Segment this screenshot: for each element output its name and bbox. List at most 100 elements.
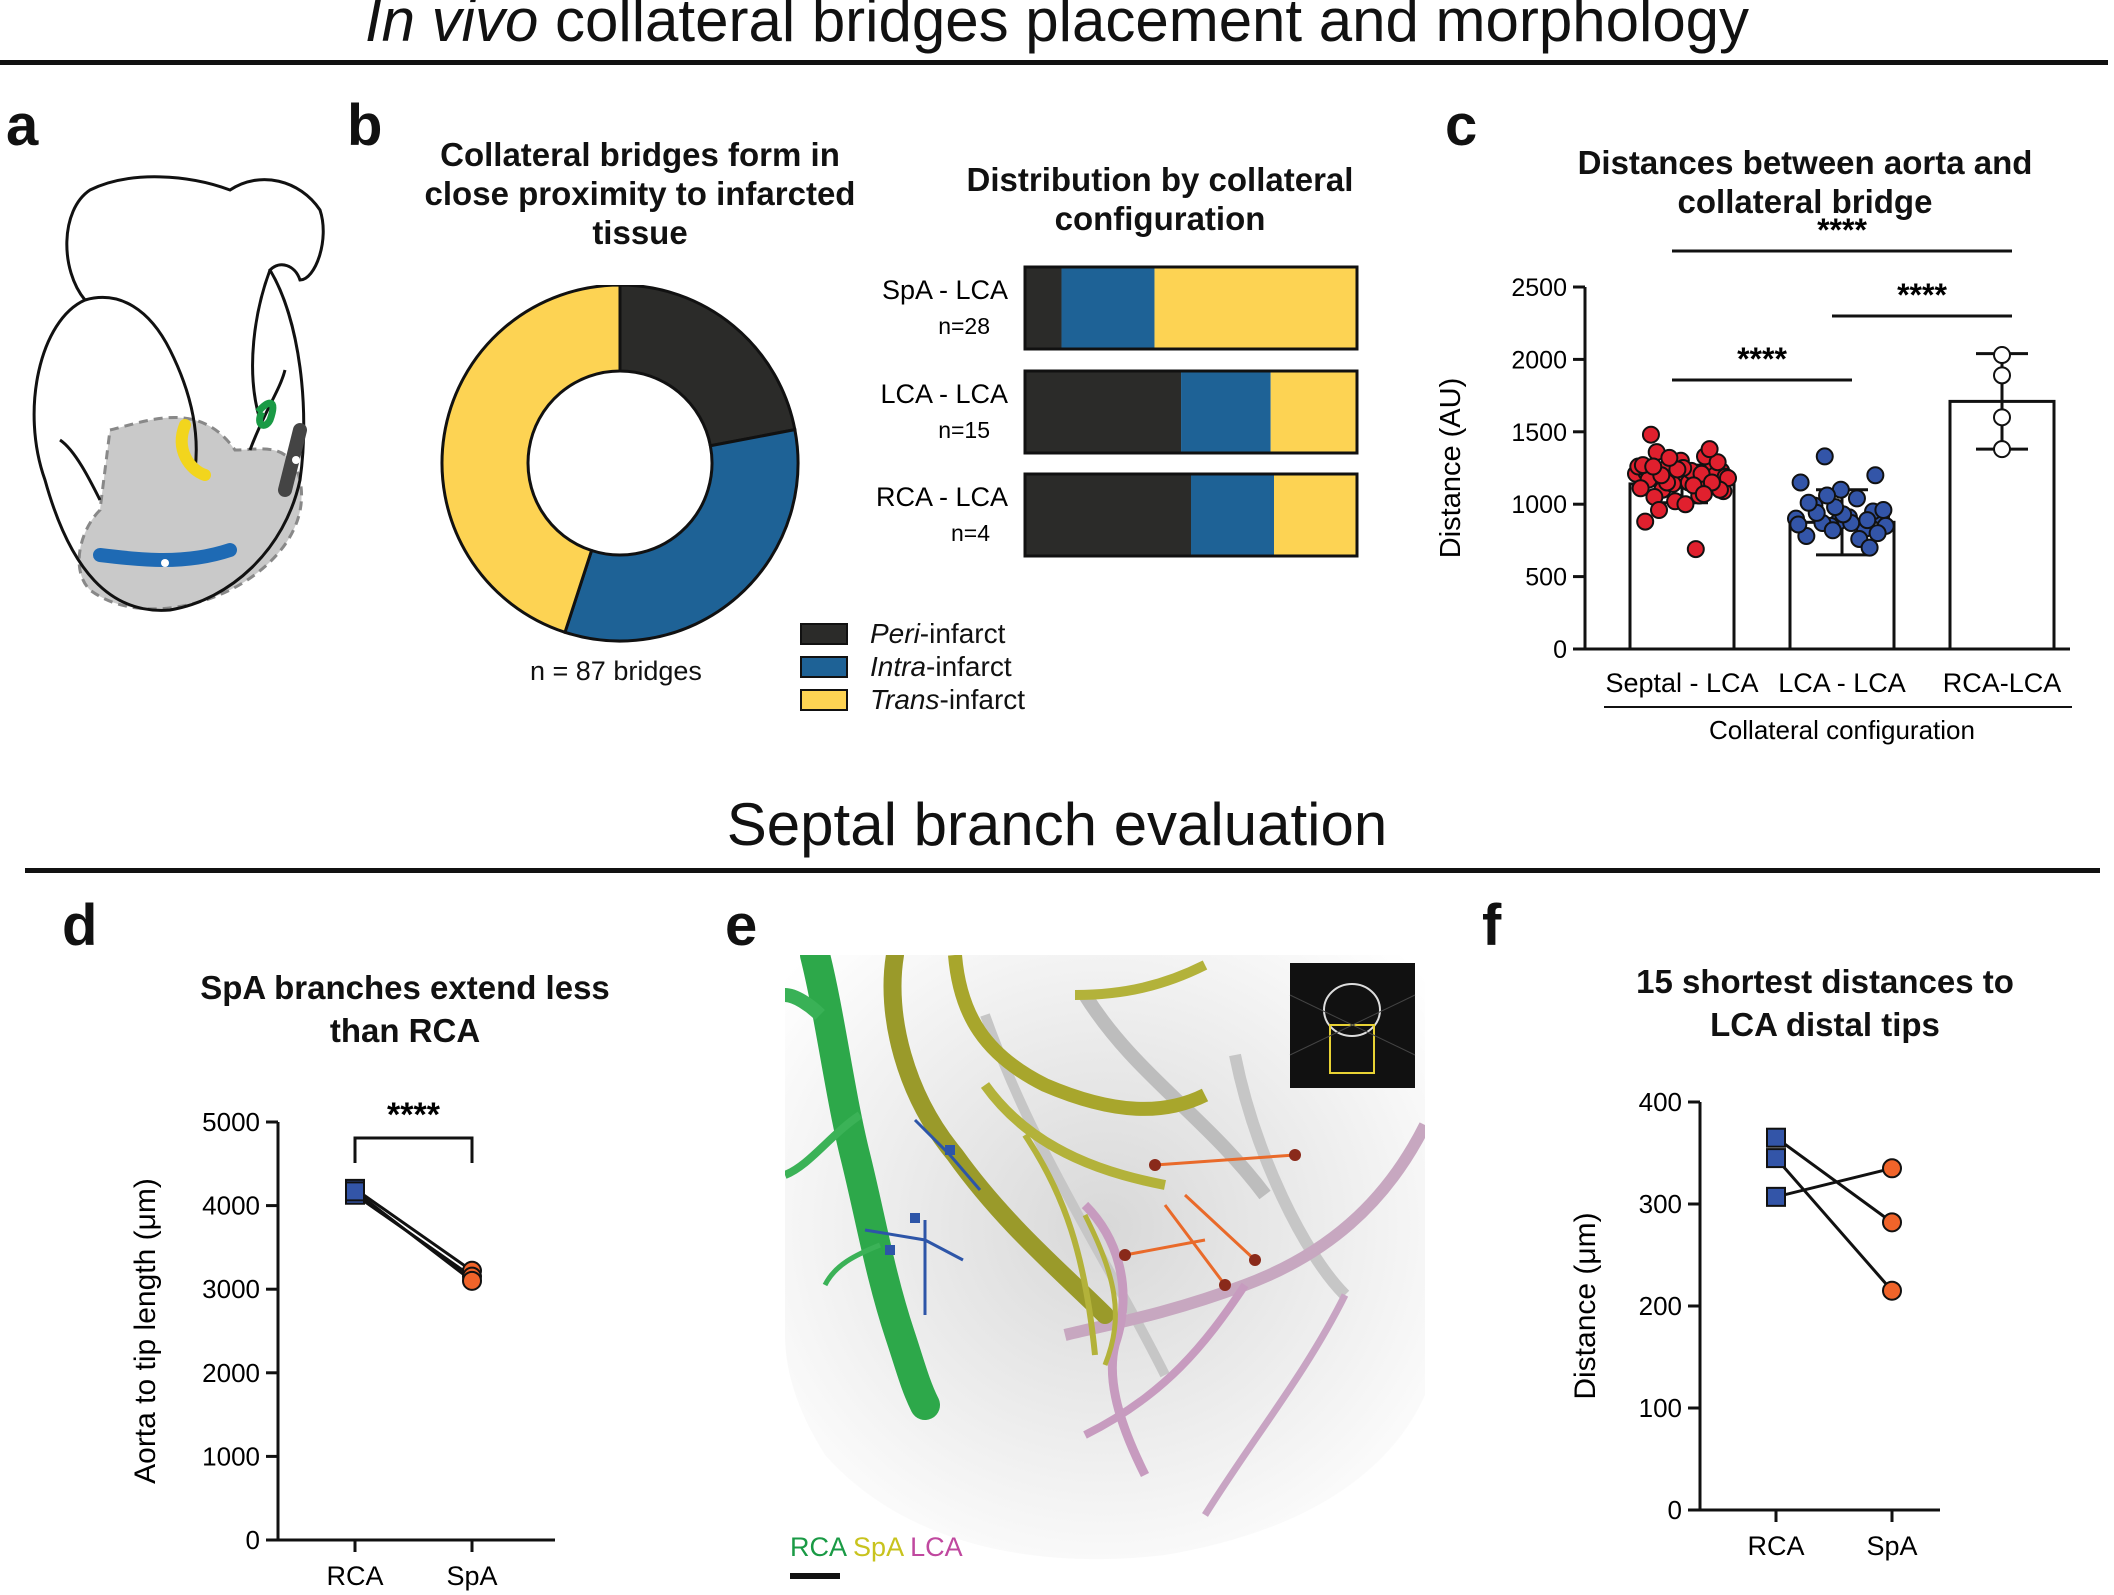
data-point bbox=[1815, 447, 1834, 466]
donut-slice-2 bbox=[563, 427, 800, 643]
x-category-label: SpA bbox=[1866, 1531, 1917, 1561]
y-tick-label: 1500 bbox=[1511, 419, 1567, 447]
significance-bracket bbox=[353, 1136, 474, 1163]
data-point bbox=[1868, 524, 1887, 543]
stacked-segment-1-1 bbox=[1025, 267, 1062, 349]
data-point bbox=[1791, 473, 1810, 492]
y-tick-label: 1000 bbox=[1511, 491, 1567, 519]
legend-intra-prefix: Intra bbox=[870, 651, 927, 682]
data-point bbox=[1993, 346, 2011, 365]
y-axis-label: Distance (AU) bbox=[1435, 378, 1467, 559]
stacked-segment-2-2 bbox=[1181, 371, 1271, 453]
pair-line bbox=[1775, 1136, 1893, 1224]
stacked-segment-1-2 bbox=[1061, 267, 1155, 349]
paired-chart-f-title: 15 shortest distances to LCA distal tips bbox=[1636, 963, 2014, 1043]
donut-slice-3 bbox=[440, 285, 622, 635]
data-point bbox=[1866, 466, 1885, 485]
rca-point bbox=[1766, 1127, 1786, 1148]
legend-intra-suffix: -infarct bbox=[926, 651, 1012, 682]
data-point bbox=[1818, 486, 1837, 505]
vessel-legend-spa: SpA bbox=[853, 1532, 903, 1562]
vessel-legend: RCA SpA LCA bbox=[790, 1532, 963, 1563]
panel-label-e: e bbox=[725, 893, 758, 958]
rca-point bbox=[345, 1181, 365, 1202]
legend-peri-suffix: -infarct bbox=[919, 618, 1006, 649]
section2-rule bbox=[25, 868, 2100, 873]
stacked-category-n: n=28 bbox=[938, 313, 990, 339]
y-tick-label: 2000 bbox=[202, 1358, 260, 1388]
x-category-label: SpA bbox=[446, 1561, 497, 1591]
panel-label-f: f bbox=[1482, 893, 1502, 958]
vessel-legend-rca: RCA bbox=[790, 1532, 846, 1562]
stacked-segment-3-3 bbox=[1274, 474, 1357, 556]
y-tick-label: 2000 bbox=[1511, 346, 1567, 374]
section2-title: Septal branch evaluation bbox=[726, 791, 1388, 858]
data-point bbox=[1789, 515, 1808, 534]
x-category-label: RCA-LCA bbox=[1943, 668, 2062, 698]
rca-point bbox=[1766, 1148, 1786, 1169]
legend-intra-swatch bbox=[800, 656, 848, 678]
stacked-category-n: n=15 bbox=[938, 417, 990, 443]
data-point bbox=[1993, 366, 2011, 385]
stacked-category-label: SpA - LCA bbox=[882, 275, 1008, 305]
data-point bbox=[1823, 521, 1842, 540]
stacked-category-label: LCA - LCA bbox=[880, 379, 1008, 409]
data-point bbox=[1660, 448, 1679, 467]
y-tick-label: 500 bbox=[1525, 564, 1567, 592]
legend-intra: Intra-infarct bbox=[800, 651, 1012, 683]
pair-line bbox=[354, 1190, 473, 1283]
significance-label: **** bbox=[387, 1096, 441, 1134]
stacked-bar-outline-1 bbox=[1023, 265, 1359, 351]
y-tick-label: 0 bbox=[1553, 636, 1567, 664]
data-point bbox=[1799, 493, 1818, 512]
pair-line bbox=[354, 1187, 473, 1273]
x-axis-label: Collateral configuration bbox=[1709, 715, 1975, 745]
spa-point bbox=[1882, 1158, 1902, 1179]
vessel-legend-lca: LCA bbox=[910, 1532, 963, 1562]
legend-trans-suffix: -infarct bbox=[939, 684, 1026, 715]
spa-point bbox=[1882, 1212, 1902, 1233]
panel-label-b: b bbox=[347, 93, 383, 158]
significance-label: **** bbox=[1897, 277, 1947, 313]
figure-title-rest: collateral bridges placement and morphol… bbox=[538, 0, 1750, 54]
x-category-label: Septal - LCA bbox=[1605, 668, 1758, 698]
data-point bbox=[1644, 457, 1663, 476]
y-tick-label: 4000 bbox=[202, 1191, 260, 1221]
rca-point bbox=[1766, 1186, 1786, 1207]
y-axis-label: Distance (μm) bbox=[1569, 1212, 1602, 1399]
data-point bbox=[1993, 408, 2011, 427]
legend-peri-prefix: Peri bbox=[870, 618, 920, 649]
panel-label-c: c bbox=[1445, 93, 1478, 158]
stacked-category-label: RCA - LCA bbox=[876, 482, 1008, 512]
top-rule bbox=[0, 60, 2108, 65]
pair-line bbox=[1774, 1157, 1894, 1292]
donut-chart-title: Collateral bridges form in close proximi… bbox=[424, 136, 856, 251]
figure-title: In vivo collateral bridges placement and… bbox=[0, 0, 2114, 55]
data-point bbox=[1993, 440, 2011, 459]
stacked-segment-3-1 bbox=[1025, 474, 1191, 556]
y-tick-label: 100 bbox=[1639, 1393, 1682, 1423]
stacked-segment-1-3 bbox=[1154, 267, 1357, 349]
pair-line bbox=[1775, 1166, 1893, 1199]
panel-label-d: d bbox=[62, 893, 98, 958]
y-tick-label: 5000 bbox=[202, 1107, 260, 1137]
data-point bbox=[1636, 512, 1655, 531]
stacked-segment-3-2 bbox=[1191, 474, 1274, 556]
stacked-bar-outline-3 bbox=[1023, 472, 1359, 558]
y-axis-label: Aorta to tip length (μm) bbox=[129, 1178, 162, 1484]
y-tick-label: 300 bbox=[1639, 1189, 1682, 1219]
y-tick-label: 0 bbox=[246, 1525, 260, 1555]
figure-title-italic: In vivo bbox=[364, 0, 539, 54]
y-tick-label: 3000 bbox=[202, 1274, 260, 1304]
x-category-label: RCA bbox=[326, 1561, 383, 1591]
donut-note: n = 87 bridges bbox=[530, 656, 702, 686]
scale-bar bbox=[790, 1573, 840, 1579]
panel-label-a: a bbox=[6, 93, 39, 158]
data-point bbox=[1708, 453, 1727, 472]
y-tick-label: 400 bbox=[1639, 1087, 1682, 1117]
stacked-segment-2-3 bbox=[1270, 371, 1357, 453]
y-tick-label: 0 bbox=[1668, 1495, 1682, 1525]
